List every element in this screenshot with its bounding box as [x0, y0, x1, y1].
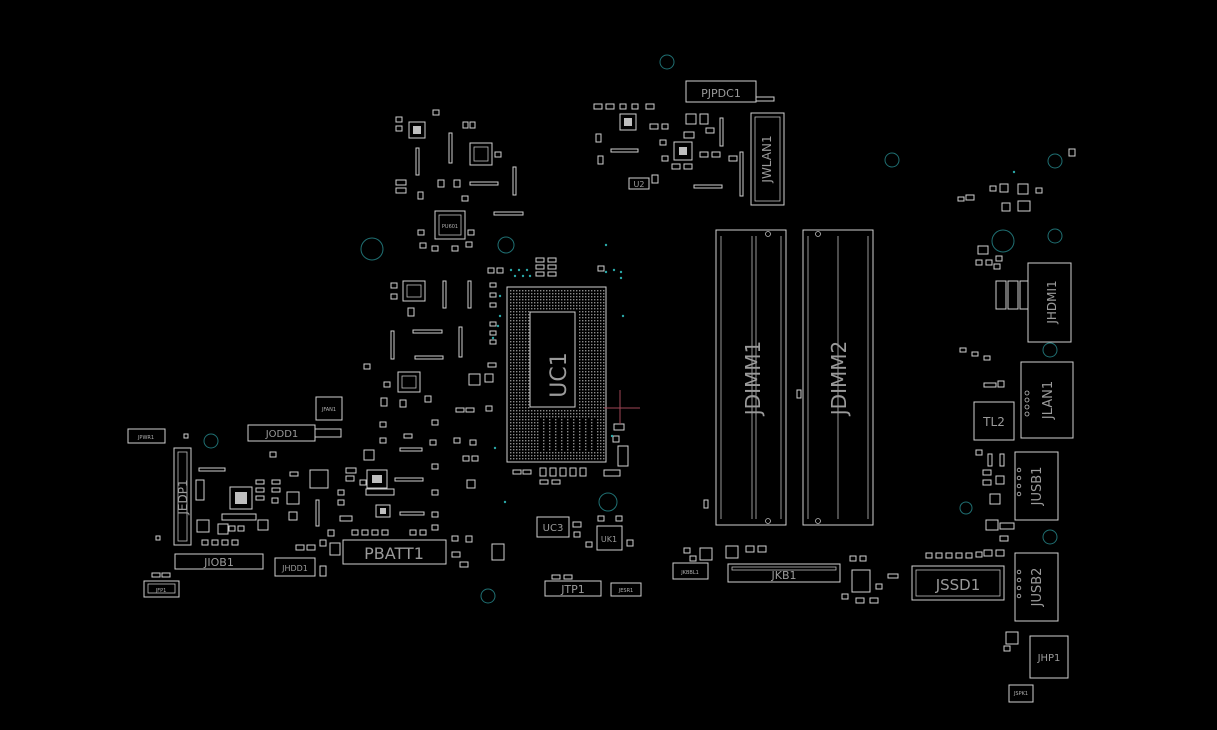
- jwlan1-label: JWLAN1: [760, 135, 774, 183]
- bottom-left-components: [155, 419, 505, 577]
- jpwr1-connector[interactable]: JPWR1: [127, 428, 166, 444]
- jedp1-label: JEDP1: [176, 479, 190, 515]
- tl2-transformer: TL2: [959, 347, 1015, 456]
- jlan1-connector[interactable]: JLAN1: [1020, 361, 1074, 439]
- jwlan1-connector[interactable]: JWLAN1: [750, 112, 785, 206]
- usb1-components: [975, 453, 1015, 558]
- mounting-holes: [203, 54, 1063, 604]
- power-region-components: PU601: [395, 109, 524, 252]
- mid-left-components: [363, 280, 497, 413]
- tl2-label: TL2: [982, 415, 1005, 429]
- jhdd1-connector[interactable]: JHDD1: [274, 557, 316, 577]
- jodd1-label: JODD1: [265, 429, 299, 440]
- jusb2-label: JUSB2: [1030, 568, 1045, 608]
- u2-label: U2: [634, 180, 645, 189]
- jiob1-connector[interactable]: JIOB1: [174, 553, 264, 570]
- jusb1-connector[interactable]: JUSB1: [1014, 451, 1059, 521]
- jkbbl1-label: JKBBL1: [680, 570, 699, 576]
- jdimm2-slot[interactable]: JDIMM2: [802, 229, 874, 526]
- uc1-bga-balls: [510, 290, 605, 460]
- jesr1-connector[interactable]: JESR1: [610, 582, 642, 597]
- pjpdc1-connector[interactable]: PJPDC1: [685, 80, 775, 103]
- jlan1-label: JLAN1: [1041, 381, 1056, 420]
- jkbbl1-connector[interactable]: JKBBL1: [672, 562, 709, 580]
- jedp1-connector[interactable]: JEDP1: [173, 447, 192, 546]
- jfan1-label: JFAN1: [321, 407, 336, 413]
- jhdmi1-connector[interactable]: JHDMI1: [1027, 262, 1072, 343]
- jtp1-connector[interactable]: JTP1: [544, 574, 602, 597]
- jhdd1-label: JHDD1: [281, 564, 308, 573]
- jfp1-connector[interactable]: JFP1: [143, 572, 180, 598]
- uk1-chip[interactable]: UK1: [585, 515, 634, 551]
- jkb1-connector[interactable]: JKB1: [727, 563, 841, 583]
- jhp1-connector[interactable]: JHP1: [1003, 631, 1069, 679]
- jssd1-label: JSSD1: [935, 576, 981, 594]
- uc1-label: UC1: [547, 352, 572, 397]
- pu601-label: PU601: [442, 224, 458, 230]
- pjpdc1-label: PJPDC1: [701, 87, 741, 100]
- jhdmi1-label: JHDMI1: [1045, 280, 1059, 324]
- pbatt1-connector[interactable]: PBATT1: [329, 539, 447, 565]
- jiob1-label: JIOB1: [203, 556, 234, 569]
- uc1-cpu[interactable]: UC1: [506, 286, 607, 463]
- jspk1-connector[interactable]: JSPK1: [1008, 684, 1034, 703]
- crosshair-marker: [604, 390, 640, 424]
- jspk1-label: JSPK1: [1013, 691, 1028, 697]
- jssd1-connector[interactable]: JSSD1: [911, 552, 1005, 601]
- dimm-side-pad: [796, 389, 802, 399]
- jdimm1-slot[interactable]: JDIMM1: [715, 229, 787, 526]
- uk1-label: UK1: [601, 535, 617, 544]
- jhp1-label: JHP1: [1037, 653, 1061, 664]
- jkb-area-components: [683, 545, 899, 604]
- jusb1-label: JUSB1: [1030, 467, 1045, 507]
- dimm-side-pad: [703, 499, 709, 509]
- jtp1-label: JTP1: [560, 583, 585, 596]
- jfp1-label: JFP1: [155, 588, 167, 594]
- jdimm2-label: JDIMM2: [827, 341, 851, 417]
- jfan1-connector[interactable]: JFAN1: [315, 396, 343, 421]
- right-top-components: [957, 148, 1076, 310]
- uc3-chip[interactable]: UC3: [536, 516, 582, 538]
- uc3-label: UC3: [543, 523, 564, 534]
- pbatt1-label: PBATT1: [364, 544, 424, 563]
- jesr1-label: JESR1: [618, 588, 633, 594]
- jpwr1-label: JPWR1: [137, 435, 154, 441]
- jodd1-connector[interactable]: JODD1: [247, 424, 342, 442]
- cpu-test-points: [491, 170, 1016, 504]
- wlan-area-components: U2: [593, 103, 744, 197]
- cpu-side-pads: [462, 257, 629, 489]
- jkb1-label: JKB1: [770, 569, 796, 582]
- jdimm1-label: JDIMM1: [741, 341, 765, 417]
- jusb2-connector[interactable]: JUSB2: [1014, 552, 1059, 622]
